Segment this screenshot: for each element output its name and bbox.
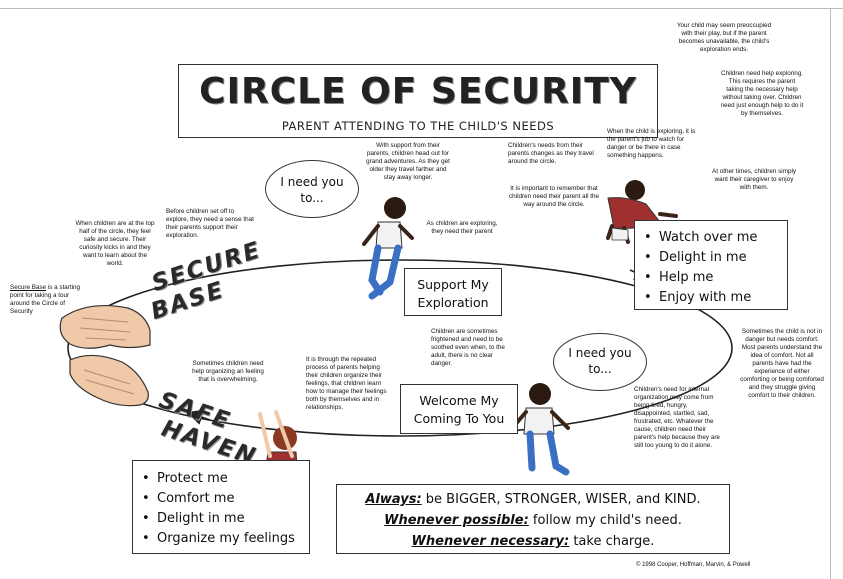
note-organizing: Sometimes children need help organizing …: [192, 360, 264, 384]
always-label: Always:: [365, 492, 422, 507]
speech-bubble-bottom-text: I need you to...: [568, 346, 632, 377]
note-secure-base-text: is a starting point for taking a tour ar…: [10, 284, 81, 316]
always-line-2: Whenever possible: follow my child's nee…: [337, 513, 729, 528]
top-needs-box: Watch over me Delight in me Help me Enjo…: [634, 220, 788, 310]
bottom-needs-list: Protect me Comfort me Delight in me Orga…: [139, 469, 295, 549]
speech-bubble-top: [265, 160, 359, 218]
welcome-coming-text: Welcome My Coming To You: [413, 393, 505, 427]
need-protect-me: Protect me: [139, 469, 295, 489]
always-line-1: Always: be BIGGER, STRONGER, WISER, and …: [337, 492, 729, 507]
title-box: CIRCLE OF SECURITY PARENT ATTENDING TO T…: [178, 64, 658, 138]
note-internal-organization: Children's need for internal organizatio…: [634, 386, 720, 450]
note-remember: It is important to remember that childre…: [509, 185, 599, 209]
page-title: CIRCLE OF SECURITY: [199, 71, 637, 112]
need-delight-in-me-bottom: Delight in me: [139, 509, 295, 529]
note-frightened: Children are sometimes frightened and ne…: [431, 328, 505, 368]
top-needs-list: Watch over me Delight in me Help me Enjo…: [641, 228, 757, 308]
note-before-set-off: Before children set off to explore, they…: [166, 208, 254, 240]
note-top-half: When children are at the top half of the…: [75, 220, 155, 268]
note-repeated-process: It is through the repeated process of pa…: [306, 356, 387, 412]
bottom-needs-box: Protect me Comfort me Delight in me Orga…: [132, 460, 310, 554]
note-secure-base: Secure Base is a starting point for taki…: [10, 284, 88, 316]
always-line-3: Whenever necessary: take charge.: [337, 534, 729, 549]
note-not-in-danger: Sometimes the child is not in danger but…: [740, 328, 824, 400]
note-other-times: At other times, children simply want the…: [712, 168, 796, 192]
child-exploring-icon: [362, 197, 414, 300]
note-watch-danger: When the child is exploring, it is the p…: [607, 128, 696, 160]
note-exploring-need: As children are exploring, they need the…: [426, 220, 498, 236]
arrow-bottom: [186, 409, 211, 425]
parent-hands-icon: [59, 304, 151, 407]
page-subtitle: PARENT ATTENDING TO THE CHILD'S NEEDS: [281, 119, 555, 133]
whenever-necessary-label: Whenever necessary:: [411, 534, 570, 549]
support-exploration-box: Support My Exploration: [404, 268, 502, 316]
need-help-me: Help me: [641, 268, 757, 288]
child-returning-icon: [512, 383, 570, 476]
note-help-exploring: Children need help exploring. This requi…: [720, 70, 804, 118]
note-needs-change: Children's needs from their parents chan…: [508, 142, 594, 166]
need-delight-in-me-top: Delight in me: [641, 248, 757, 268]
note-support-adventures: With support from their parents, childre…: [366, 142, 450, 182]
whenever-possible-label: Whenever possible:: [384, 513, 529, 528]
always-text: be BIGGER, STRONGER, WISER, and KIND.: [421, 492, 701, 507]
need-enjoy-with-me: Enjoy with me: [641, 288, 757, 308]
scan-edge-right: [830, 8, 831, 579]
scan-edge-top: [0, 8, 843, 9]
note-secure-base-label: Secure Base: [10, 284, 47, 291]
speech-bubble-top-text: I need you to...: [280, 175, 344, 206]
always-box: Always: be BIGGER, STRONGER, WISER, and …: [336, 484, 730, 554]
note-preoccupied: Your child may seem preoccupied with the…: [676, 22, 772, 54]
whenever-necessary-text: take charge.: [569, 534, 655, 549]
copyright: © 1998 Cooper, Hoffman, Marvin, & Powell: [636, 562, 751, 568]
circle-loop: [67, 259, 733, 437]
whenever-possible-text: follow my child's need.: [528, 513, 682, 528]
need-watch-over-me: Watch over me: [641, 228, 757, 248]
need-organize-feelings: Organize my feelings: [139, 529, 295, 549]
welcome-coming-box: Welcome My Coming To You: [400, 384, 518, 434]
need-comfort-me: Comfort me: [139, 489, 295, 509]
speech-bubble-bottom: [553, 333, 647, 391]
support-exploration-text: Support My Exploration: [417, 277, 489, 311]
